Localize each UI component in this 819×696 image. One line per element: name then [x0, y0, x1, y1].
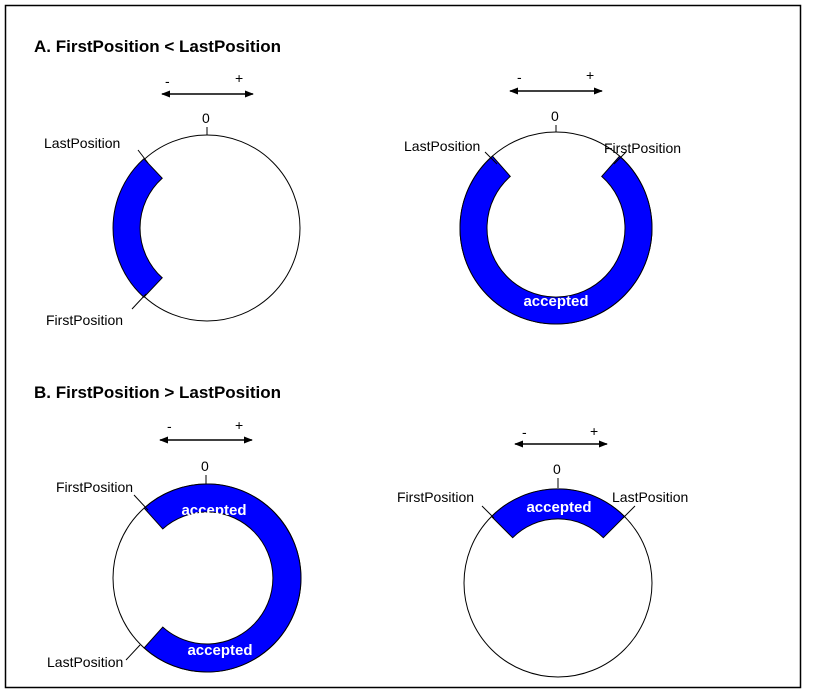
minus-sign: - — [517, 69, 522, 85]
accepted-arc — [143, 483, 302, 673]
diagram-a2: - + 0 LastPosition FirstPosition accepte… — [404, 67, 681, 325]
minus-sign: - — [165, 73, 170, 89]
outer-border — [4, 4, 802, 689]
zero-label: 0 — [201, 458, 209, 474]
plus-sign: + — [586, 67, 594, 83]
leader-first — [613, 151, 627, 165]
accepted-label: accepted — [523, 293, 588, 310]
leader-first — [131, 293, 147, 310]
zero-label: 0 — [551, 108, 559, 124]
leader-first — [481, 505, 495, 519]
minus-sign: - — [522, 424, 527, 440]
last-position-label: LastPosition — [44, 135, 120, 151]
plus-sign: + — [235, 417, 243, 433]
last-position-label: LastPosition — [612, 489, 688, 505]
accepted-label: accepted — [526, 499, 591, 516]
first-position-label: FirstPosition — [397, 489, 474, 505]
plus-sign: + — [235, 70, 243, 86]
section-title-b: B. FirstPosition > LastPosition — [34, 383, 281, 402]
last-position-label: LastPosition — [47, 654, 123, 670]
leader-last — [125, 644, 141, 661]
leader-last — [622, 505, 636, 519]
first-position-label: FirstPosition — [604, 140, 681, 156]
accepted-arc — [112, 158, 163, 298]
leader-last — [484, 151, 498, 165]
diagram-a1: - + 0 LastPosition FirstPosition — [44, 70, 301, 328]
diagram-b1: - + 0 FirstPosition LastPosition accepte… — [47, 417, 302, 673]
leader-last — [137, 149, 149, 164]
last-position-label: LastPosition — [404, 138, 480, 154]
section-title-a: A. FirstPosition < LastPosition — [34, 37, 281, 56]
zero-label: 0 — [202, 110, 210, 126]
accepted-label-bottom: accepted — [187, 642, 252, 659]
accepted-arc — [459, 155, 653, 325]
leader-first — [133, 494, 149, 511]
diagram-b2: - + 0 FirstPosition LastPosition accepte… — [397, 423, 688, 678]
plus-sign: + — [590, 423, 598, 439]
minus-sign: - — [167, 418, 172, 434]
accepted-label-top: accepted — [181, 502, 246, 519]
first-position-label: FirstPosition — [56, 479, 133, 495]
zero-label: 0 — [553, 461, 561, 477]
first-position-label: FirstPosition — [46, 312, 123, 328]
